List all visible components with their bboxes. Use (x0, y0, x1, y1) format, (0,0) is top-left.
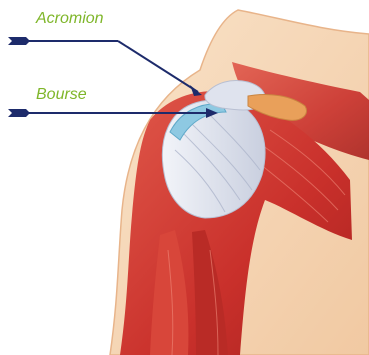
label-acromion: Acromion (36, 10, 104, 28)
label-bourse: Bourse (36, 86, 87, 104)
